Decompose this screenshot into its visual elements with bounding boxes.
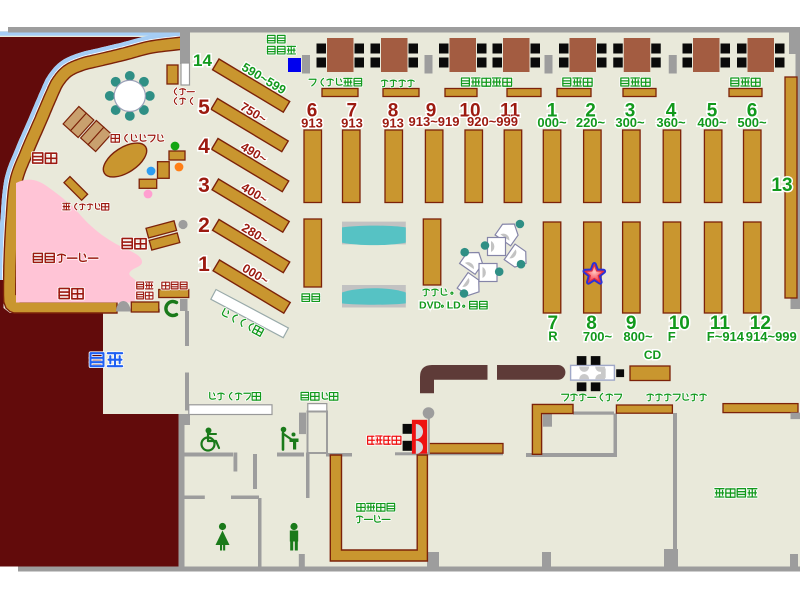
svg-text:9: 9: [426, 101, 437, 122]
svg-text:7: 7: [347, 101, 358, 122]
svg-text:913: 913: [301, 116, 323, 131]
svg-text:220~: 220~: [576, 115, 606, 130]
svg-text:1: 1: [547, 101, 558, 122]
svg-text:LD: LD: [447, 300, 461, 312]
svg-text:DVD: DVD: [419, 300, 442, 312]
svg-text:8: 8: [388, 101, 399, 122]
svg-text:10: 10: [669, 313, 690, 334]
svg-text:400~: 400~: [697, 115, 727, 130]
svg-text:7: 7: [548, 313, 559, 334]
svg-text:700~: 700~: [583, 329, 613, 344]
svg-text:11: 11: [500, 101, 521, 122]
svg-text:6: 6: [307, 101, 318, 122]
svg-text:5: 5: [707, 101, 718, 122]
svg-text:3: 3: [625, 101, 636, 122]
svg-text:913: 913: [341, 116, 363, 131]
svg-text:11: 11: [710, 313, 731, 334]
svg-text:914~999: 914~999: [746, 329, 797, 344]
svg-text:R: R: [548, 329, 558, 344]
svg-text:5: 5: [198, 96, 210, 119]
svg-text:2: 2: [198, 214, 210, 237]
svg-text:2: 2: [585, 101, 596, 122]
svg-text:8: 8: [586, 313, 597, 334]
svg-text:F~914: F~914: [707, 329, 745, 344]
svg-text:913: 913: [382, 116, 404, 131]
svg-text:913~919: 913~919: [409, 114, 460, 129]
svg-text:14: 14: [193, 51, 212, 70]
svg-text:3: 3: [198, 174, 210, 197]
svg-text:F: F: [668, 329, 676, 344]
svg-text:9: 9: [626, 313, 637, 334]
svg-text:4: 4: [198, 135, 210, 158]
svg-text:4: 4: [666, 101, 677, 122]
svg-text:920~999: 920~999: [467, 114, 518, 129]
svg-text:13: 13: [771, 175, 792, 196]
svg-text:800~: 800~: [623, 329, 653, 344]
svg-text:500~: 500~: [737, 115, 767, 130]
svg-text:CD: CD: [644, 348, 662, 362]
svg-text:000~: 000~: [537, 115, 567, 130]
svg-text:300~: 300~: [615, 115, 645, 130]
svg-text:12: 12: [750, 313, 771, 334]
svg-text:6: 6: [747, 101, 758, 122]
svg-text:10: 10: [459, 101, 480, 122]
svg-text:360~: 360~: [656, 115, 686, 130]
svg-text:1: 1: [198, 253, 210, 276]
